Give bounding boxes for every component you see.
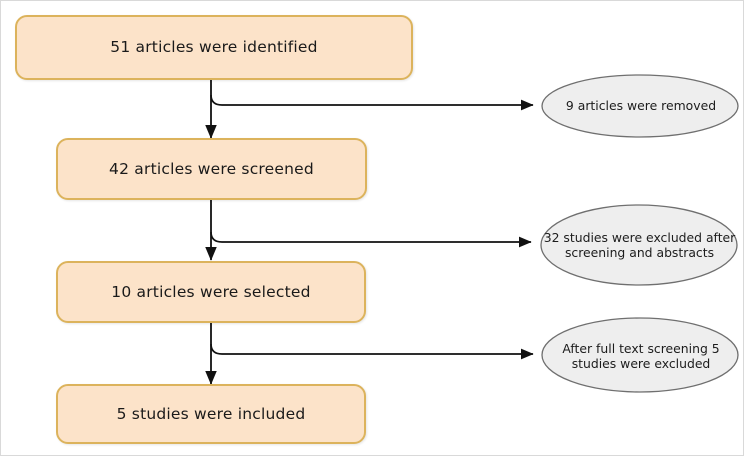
connector-selected-to-excluded-fulltext <box>210 343 534 360</box>
stage-box-included[interactable]: 5 studies were included <box>56 384 366 444</box>
connector-screened-to-excluded-screening <box>210 231 532 248</box>
stage-label-identified: 51 articles were identified <box>110 38 318 57</box>
exclusion-ellipse-excluded-screening[interactable] <box>540 204 738 286</box>
stage-label-screened: 42 articles were screened <box>109 159 314 178</box>
exclusion-ellipse-removed[interactable] <box>541 74 739 138</box>
exclusion-ellipse-excluded-fulltext[interactable] <box>541 317 739 393</box>
stage-label-selected: 10 articles were selected <box>111 282 311 301</box>
stage-box-screened[interactable]: 42 articles were screened <box>56 138 367 200</box>
stage-label-included: 5 studies were included <box>116 404 306 423</box>
connector-identified-to-removed <box>210 94 534 111</box>
stage-box-selected[interactable]: 10 articles were selected <box>56 261 366 323</box>
stage-box-identified[interactable]: 51 articles were identified <box>15 15 413 80</box>
